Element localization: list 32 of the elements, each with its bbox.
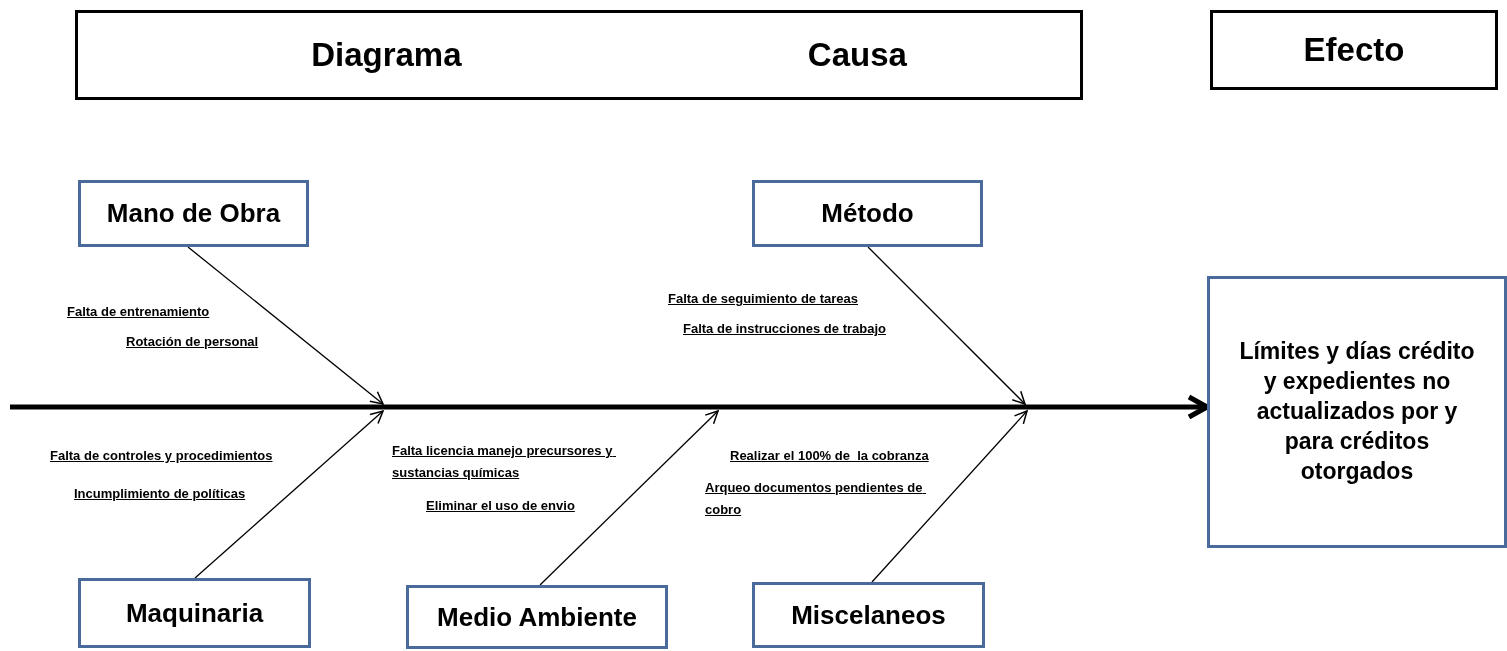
box-title: Miscelaneos	[791, 598, 946, 632]
cause-label: Eliminar el uso de envio	[426, 497, 575, 515]
cause-label: Arqueo documentos pendientes de cobro	[705, 479, 924, 519]
branch-arrow	[187, 246, 384, 405]
box-title: Método	[821, 197, 914, 230]
branch-arrow	[871, 410, 1028, 583]
category-box	[406, 585, 668, 649]
category-box	[752, 582, 985, 648]
category-box	[78, 578, 311, 648]
cause-label: Falta de entrenamiento	[67, 303, 210, 321]
box-title: Maquinaria	[125, 596, 264, 630]
box-title: Mano de Obra	[106, 197, 281, 230]
cause-label: Realizar el 100% de la cobranza	[730, 447, 929, 465]
header-box	[75, 10, 1083, 100]
branch-arrow	[194, 410, 384, 579]
box-title: Medio Ambiente	[437, 600, 637, 634]
cause-label: Falta licencia manejo precursores y sustancias químicas	[392, 442, 614, 482]
category-box	[78, 180, 309, 247]
header-title: Causa	[807, 35, 907, 76]
header-title: Diagrama	[311, 35, 462, 76]
cause-label: Falta de controles y procedimientos	[50, 447, 273, 465]
cause-label: Falta de instrucciones de trabajo	[683, 320, 886, 338]
cause-label: Incumplimiento de políticas	[74, 485, 246, 503]
effect-box	[1207, 276, 1507, 548]
box-title: Límites y días crédito y expedientes no actualizados por y para créditos otorgados	[1238, 337, 1476, 486]
cause-label: Rotación de personal	[126, 333, 259, 351]
category-box	[752, 180, 983, 247]
box-title: Efecto	[1303, 30, 1405, 71]
branch-arrow	[539, 410, 719, 586]
cause-label: Falta de seguimiento de tareas	[668, 290, 858, 308]
header-box	[1210, 10, 1498, 90]
branch-arrow	[867, 246, 1026, 405]
